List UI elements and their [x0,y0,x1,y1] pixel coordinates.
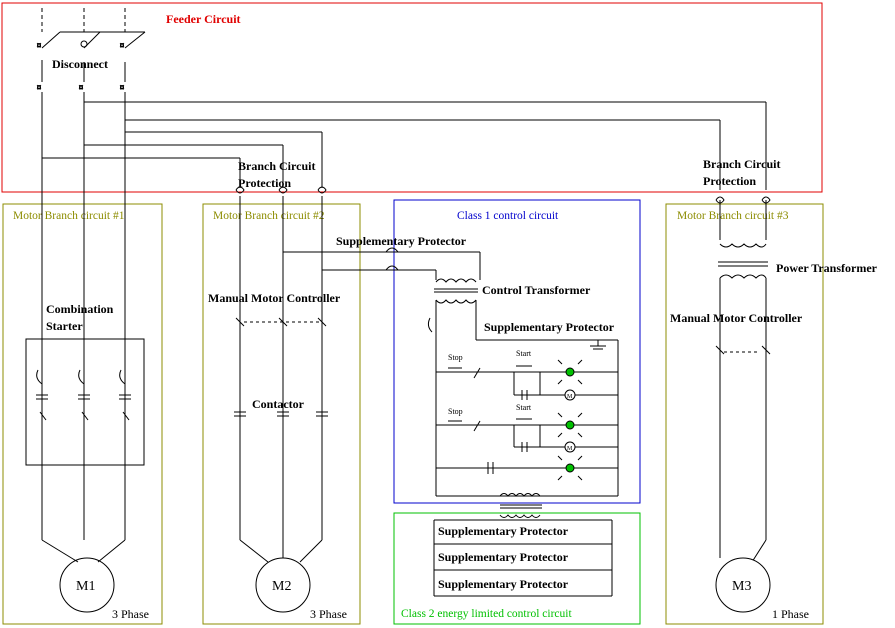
disconnect-switch: ¤ ¤ ¤ ¤ ¤ [37,31,146,93]
branch-protection-left-2: Protection [238,176,291,190]
supp-protector-inner: Supplementary Protector [484,320,615,334]
branch-protection-right-2: Protection [703,174,756,188]
class1-title: Class 1 control circuit [457,210,559,222]
motor1-phase: 3 Phase [112,607,149,621]
motor3-phase: 1 Phase [772,607,809,621]
motor1-wiring [41,539,126,563]
power-transformer-label: Power Transformer [776,261,878,275]
motor-icon [715,557,771,613]
stop-label-2: Stop [448,407,463,416]
class2-wiring [433,493,613,597]
manual-controller-2: Manual Motor Controller [208,291,341,305]
motor-icon [59,557,115,613]
contactor-label: Contactor [252,397,305,411]
fuse-icon: ¤ ¤ ¤ ¤ ¤ [37,40,125,93]
feeder-bus [41,92,767,540]
circuit-breaker-icon [235,186,771,204]
disconnect-label: Disconnect [52,57,108,71]
stop-label-1: Stop [448,353,463,362]
class2-protector-2: Supplementary Protector [438,550,569,564]
class2-control-box [393,512,641,625]
motor3-label: M3 [732,579,751,594]
start-label-2: Start [516,403,532,412]
class2-protector-1: Supplementary Protector [438,524,569,538]
motor-branch-2-box [202,203,361,625]
motor-branch-1-title: Motor Branch circuit #1 [13,210,125,222]
motor1-label: M1 [76,579,95,594]
incoming-supply-lines [41,8,126,32]
motor-branch-1-box [2,203,163,625]
svg-text:¤: ¤ [79,83,83,92]
motor-branch-3-box [665,203,824,625]
class1-wiring [385,247,619,497]
starter-label-2: Starter [46,319,83,333]
combination-starter-box [25,338,145,466]
svg-text:¤: ¤ [37,83,41,92]
svg-text:¤: ¤ [120,83,124,92]
motor-branch-3-title: Motor Branch circuit #3 [677,210,789,222]
motor2-phase: 3 Phase [310,607,347,621]
motor-icon [255,557,311,613]
feeder-circuit-box [1,2,823,193]
motor2-label: M2 [272,579,291,594]
feeder-title: Feeder Circuit [166,12,241,26]
svg-text:¤: ¤ [37,41,41,50]
motor-branch-2-title: Motor Branch circuit #2 [213,210,325,222]
starter-label-1: Combination [46,302,114,316]
motor2-wiring [234,196,430,590]
control-transformer-label: Control Transformer [482,283,591,297]
svg-text:¤: ¤ [120,41,124,50]
svg-text:M: M [567,394,573,400]
class2-protector-3: Supplementary Protector [438,577,569,591]
class2-title: Class 2 energy limited control circuit [401,608,572,620]
motor-coil-icon: M M [564,389,576,453]
motor3-wiring [715,200,771,563]
branch-protection-right-1: Branch Circuit [703,157,780,171]
class1-control-box [393,199,641,504]
supp-protector-top: Supplementary Protector [336,234,467,248]
start-label-1: Start [516,349,532,358]
branch-protection-left-1: Branch Circuit [238,159,315,173]
starter-contacts [36,369,131,421]
manual-controller-3: Manual Motor Controller [670,311,803,325]
pilot-lamp-icon [557,359,583,481]
svg-text:M: M [567,446,573,452]
